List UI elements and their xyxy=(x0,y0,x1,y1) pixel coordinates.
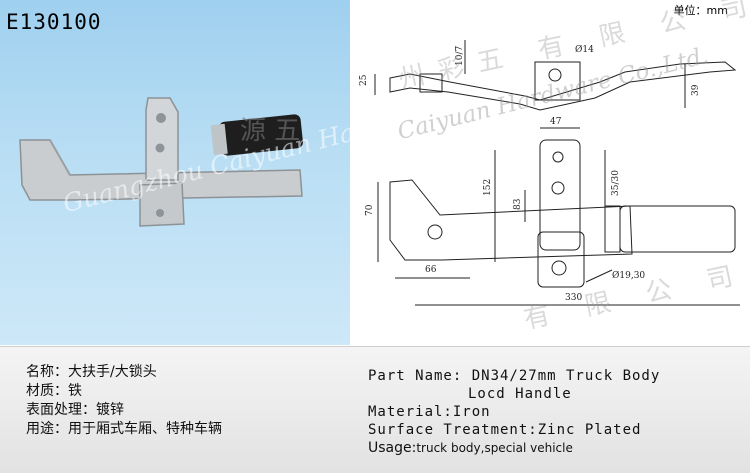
dim-152: 152 xyxy=(483,179,493,196)
dim-35-30: 35/30 xyxy=(611,170,621,196)
product-code: E130100 xyxy=(6,10,102,34)
spec-cn-surface-key: 表面处理： xyxy=(26,402,96,418)
spec-cn-usage-value: 用于厢式车厢、特种车辆 xyxy=(68,421,222,437)
dim-70: 70 xyxy=(365,204,375,216)
specs-panel: 名称：大扶手/大锁头 材质：铁 表面处理：镀锌 用途：用于厢式车厢、特种车辆 P… xyxy=(0,346,750,473)
dim-47: 47 xyxy=(550,117,562,127)
specs-en: Part Name: DN34/27mm Truck Body Locd Han… xyxy=(368,367,660,457)
dim-83: 83 xyxy=(513,198,523,210)
spec-cn-name: 名称：大扶手/大锁头 xyxy=(26,363,222,382)
spec-en-part-name: Part Name: DN34/27mm Truck Body xyxy=(368,368,661,384)
spec-cn-surface: 表面处理：镀锌 xyxy=(26,401,222,420)
spec-cn-material-value: 铁 xyxy=(68,383,82,399)
spec-cn-name-key: 名称： xyxy=(26,364,68,380)
spec-en-usage-value: truck body,special vehicle xyxy=(416,441,573,455)
spec-en-material: Material:Iron xyxy=(368,404,491,420)
technical-drawing: 25 10/7 Ø14 39 47 152 83 35/30 70 66 Ø19… xyxy=(359,40,740,306)
dim-dia-14: Ø14 xyxy=(575,44,594,55)
unit-label: 单位：mm xyxy=(673,4,728,17)
dim-66: 66 xyxy=(425,265,437,275)
spec-en-surface: Surface Treatment:Zinc Plated xyxy=(368,422,642,438)
product-photo-panel: E130100 源 五 Guangzhou Caiyuan Hardware L… xyxy=(0,0,503,345)
spec-cn-material: 材质：铁 xyxy=(26,382,222,401)
spec-en-part-name-cont: Locd Handle xyxy=(468,386,572,402)
spec-cn-usage-key: 用途： xyxy=(26,421,68,437)
spec-cn-usage: 用途：用于厢式车厢、特种车辆 xyxy=(26,420,222,439)
spec-cn-surface-value: 镀锌 xyxy=(96,402,124,418)
spec-cn-name-value: 大扶手/大锁头 xyxy=(68,364,157,380)
product-photo xyxy=(19,97,303,227)
dim-330: 330 xyxy=(565,293,582,303)
spec-cn-material-key: 材质： xyxy=(26,383,68,399)
dim-dia-19-30: Ø19,30 xyxy=(612,270,645,281)
spec-en-usage: Usage:truck body,special vehicle xyxy=(368,439,660,457)
dim-39: 39 xyxy=(691,84,701,96)
dim-25: 25 xyxy=(359,74,369,86)
spec-en-usage-key: Usage: xyxy=(368,440,417,456)
dim-10-7: 10/7 xyxy=(455,46,465,66)
specs-cn: 名称：大扶手/大锁头 材质：铁 表面处理：镀锌 用途：用于厢式车厢、特种车辆 xyxy=(26,363,222,439)
